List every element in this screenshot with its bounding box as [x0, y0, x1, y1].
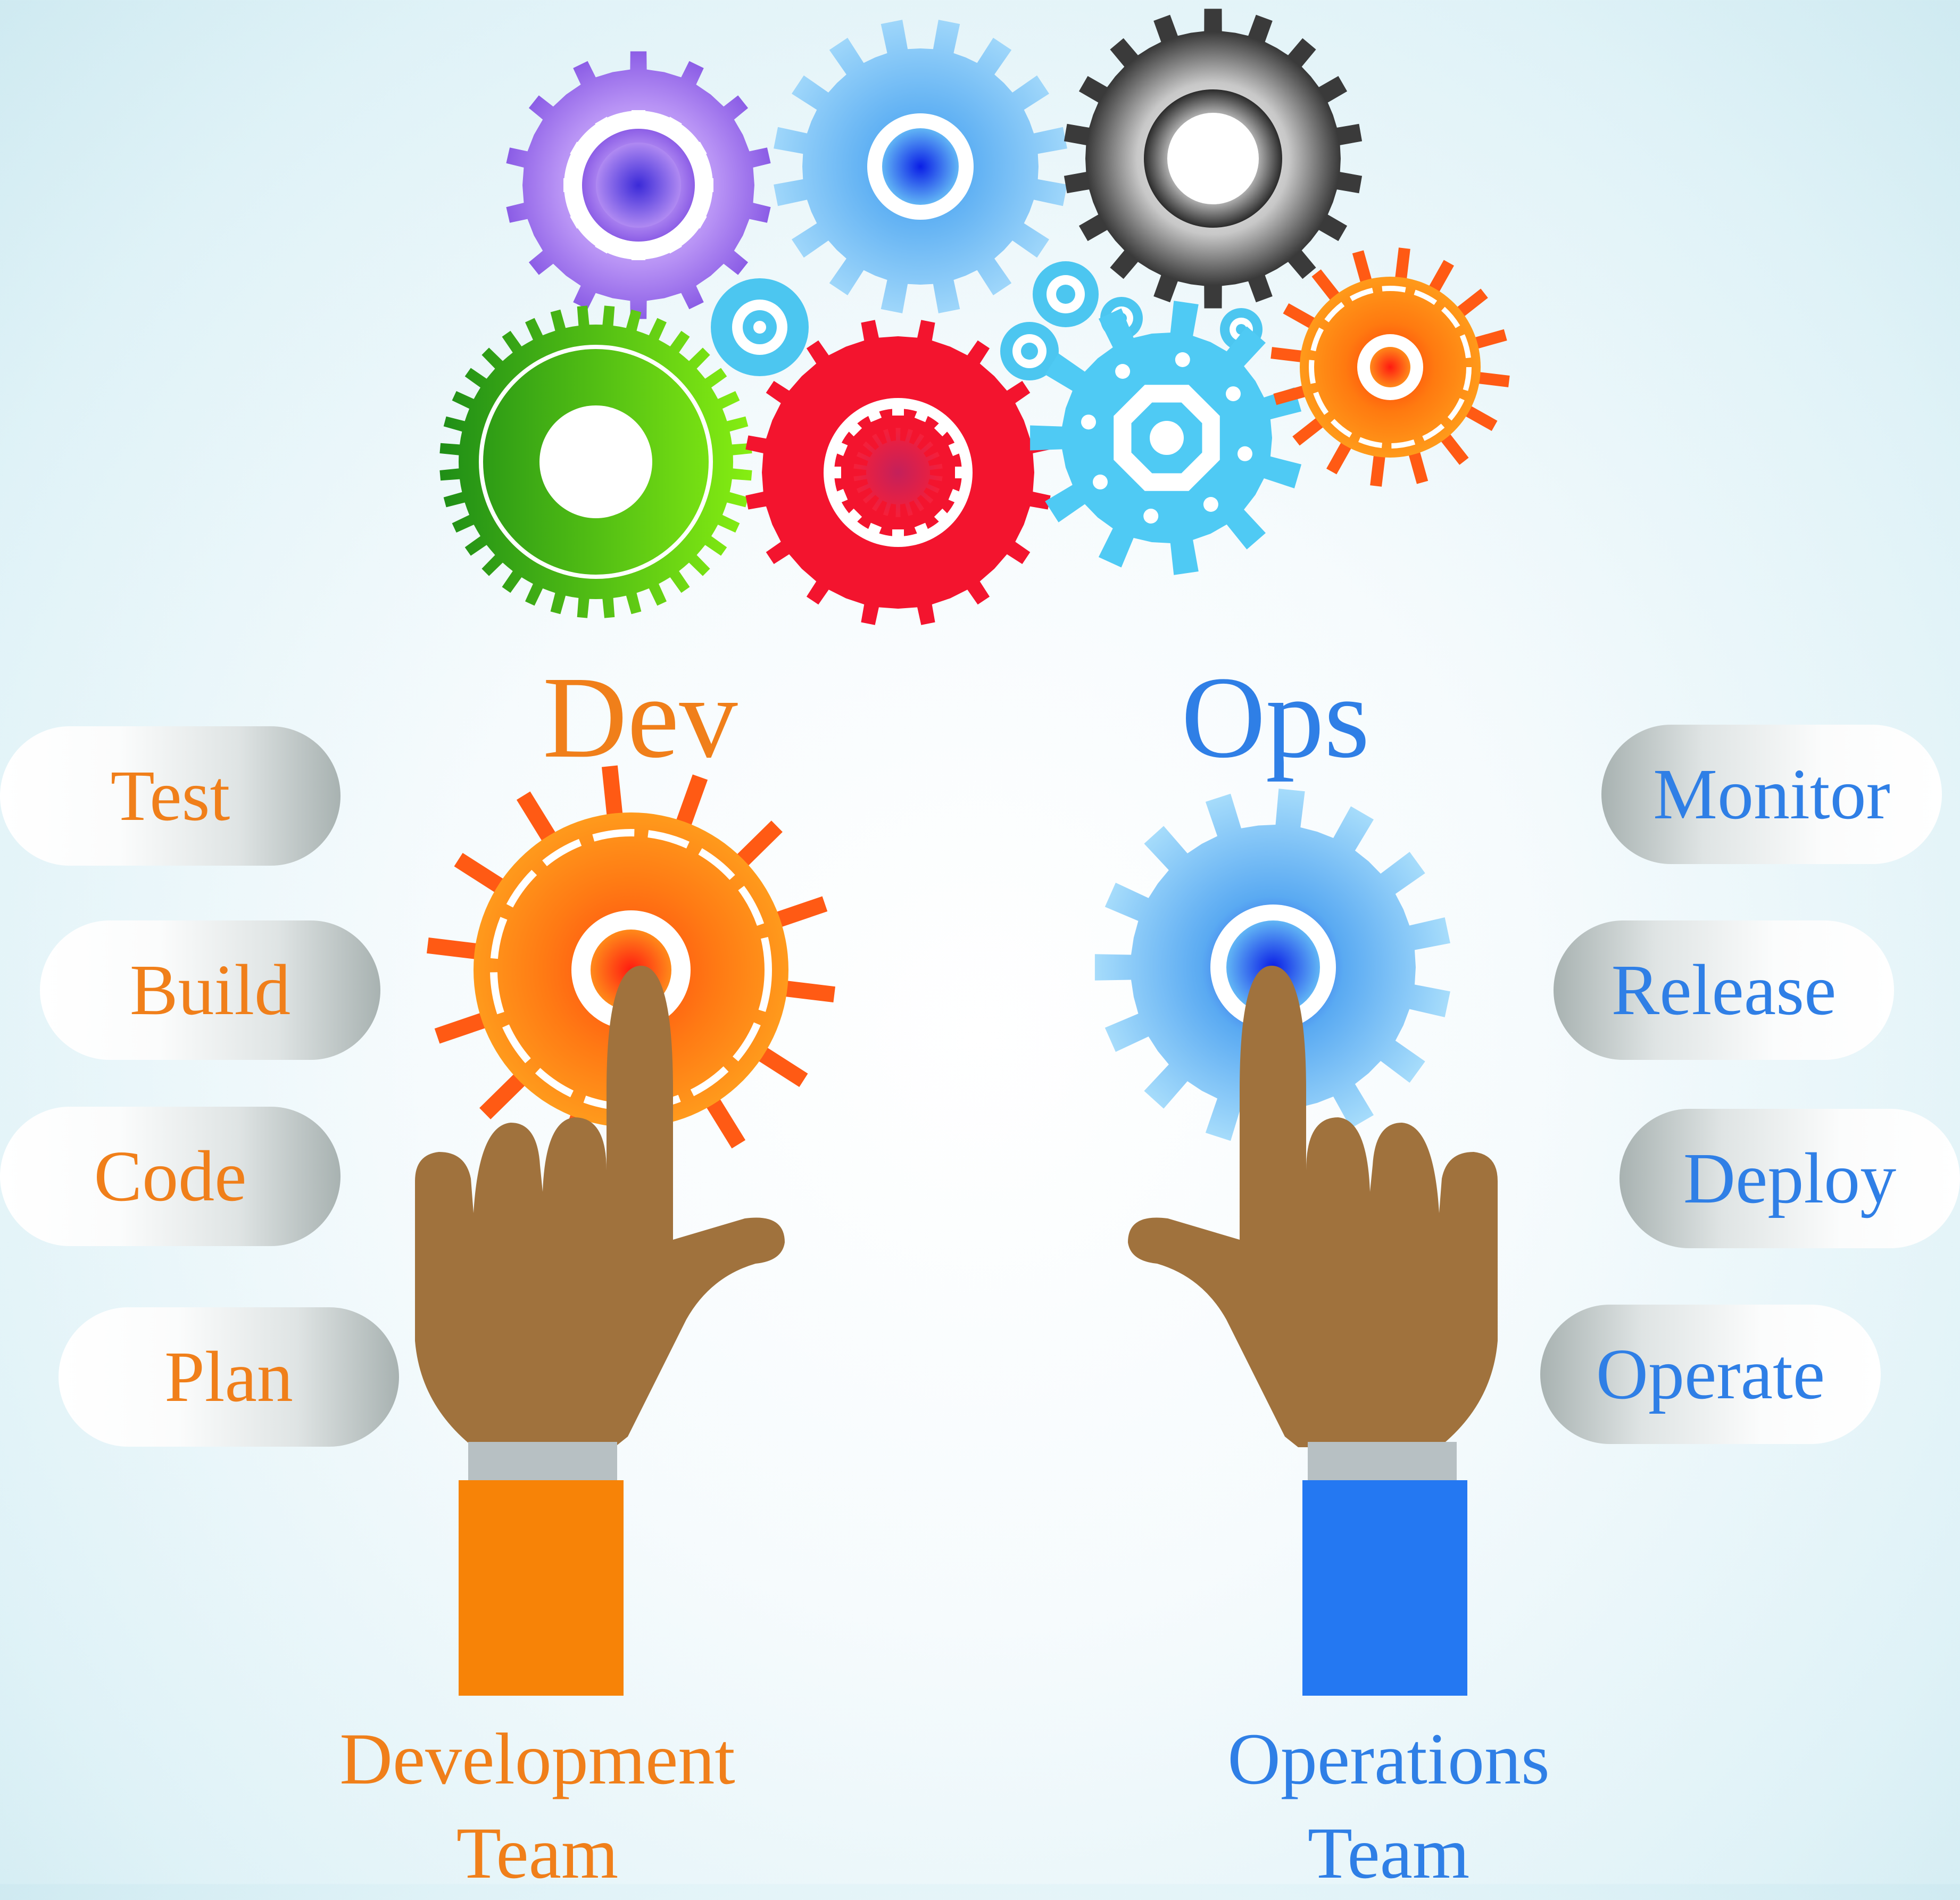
ops-step-label: Release	[1611, 950, 1837, 1030]
ops-step-label: Operate	[1596, 1334, 1825, 1414]
ops-step-operate: Operate	[1540, 1305, 1881, 1444]
dev-step-label: Test	[110, 756, 230, 836]
green-gear-icon	[439, 305, 752, 618]
dev-hand-icon	[415, 966, 785, 1696]
red-gear-icon	[745, 320, 1051, 625]
dev-step-build: Build	[40, 920, 380, 1060]
ops-step-deploy: Deploy	[1620, 1109, 1960, 1248]
ops-team-line2: Team	[1307, 1812, 1470, 1894]
gear-cluster	[439, 9, 1510, 625]
dev-step-code: Code	[0, 1107, 340, 1246]
ops-step-label: Deploy	[1683, 1139, 1897, 1218]
dev-step-label: Plan	[164, 1337, 293, 1417]
dev-step-label: Code	[94, 1136, 247, 1216]
gray-gear-icon	[1064, 9, 1363, 309]
dev-team-label: Development Team	[298, 1712, 777, 1900]
dev-step-test: Test	[0, 726, 340, 866]
blue-gear-icon	[774, 20, 1067, 313]
ops-hand-icon	[1128, 966, 1498, 1696]
ops-heading: Ops	[1181, 652, 1370, 782]
ops-team-label: Operations Team	[1149, 1712, 1628, 1900]
ops-step-label: Monitor	[1653, 754, 1890, 834]
dev-team-line1: Development	[339, 1718, 735, 1799]
small-cyan-rings-icon	[1000, 261, 1263, 380]
cyan-gear-icon	[1030, 301, 1302, 575]
dev-heading: Dev	[543, 652, 738, 782]
ops-step-monitor: Monitor	[1601, 725, 1942, 864]
ops-step-release: Release	[1554, 920, 1894, 1060]
small-cyan-ring-icon	[711, 278, 809, 376]
dev-team-line2: Team	[456, 1812, 619, 1894]
dev-step-plan: Plan	[59, 1307, 399, 1447]
purple-gear-icon	[506, 51, 771, 319]
orange-gear-icon	[1270, 247, 1510, 487]
dev-step-label: Build	[129, 950, 291, 1030]
ops-team-line1: Operations	[1227, 1718, 1550, 1799]
